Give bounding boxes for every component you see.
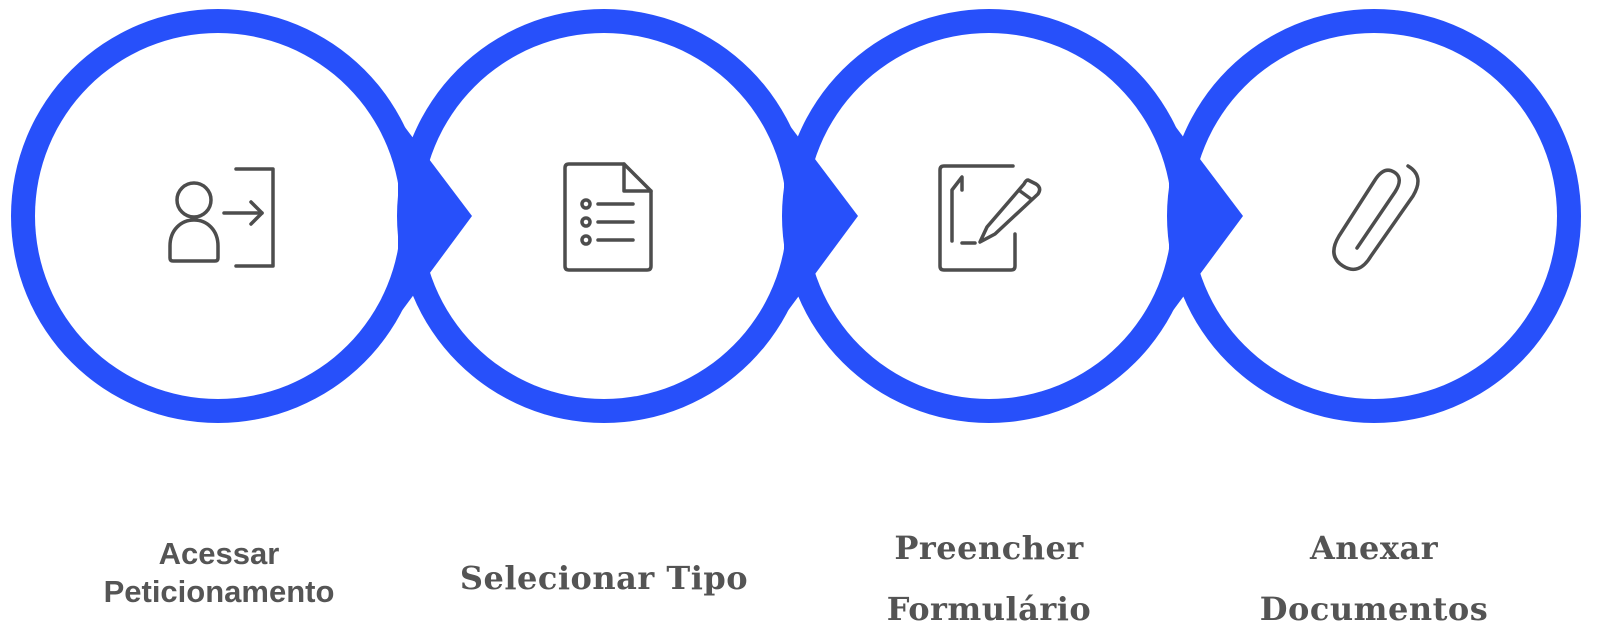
step-4-ring bbox=[1167, 9, 1581, 423]
step-2-ring bbox=[397, 9, 811, 423]
connector-arrow-2 bbox=[784, 118, 858, 316]
step-1-label: Acessar Peticionamento bbox=[103, 536, 335, 609]
step-1-ring bbox=[11, 9, 425, 423]
list-document-icon bbox=[563, 162, 653, 272]
connector-arrow-3 bbox=[1169, 118, 1243, 316]
paperclip-icon bbox=[1332, 164, 1420, 272]
edit-form-icon bbox=[938, 164, 1042, 272]
connector-arrow-1 bbox=[398, 118, 472, 316]
user-login-icon bbox=[168, 167, 275, 268]
step-3-ring bbox=[782, 9, 1196, 423]
step-2-label: Selecionar Tipo bbox=[459, 559, 749, 597]
step-3-label: Preencher Formulário bbox=[886, 529, 1092, 628]
step-4-label: Anexar Documentos bbox=[1259, 529, 1489, 628]
